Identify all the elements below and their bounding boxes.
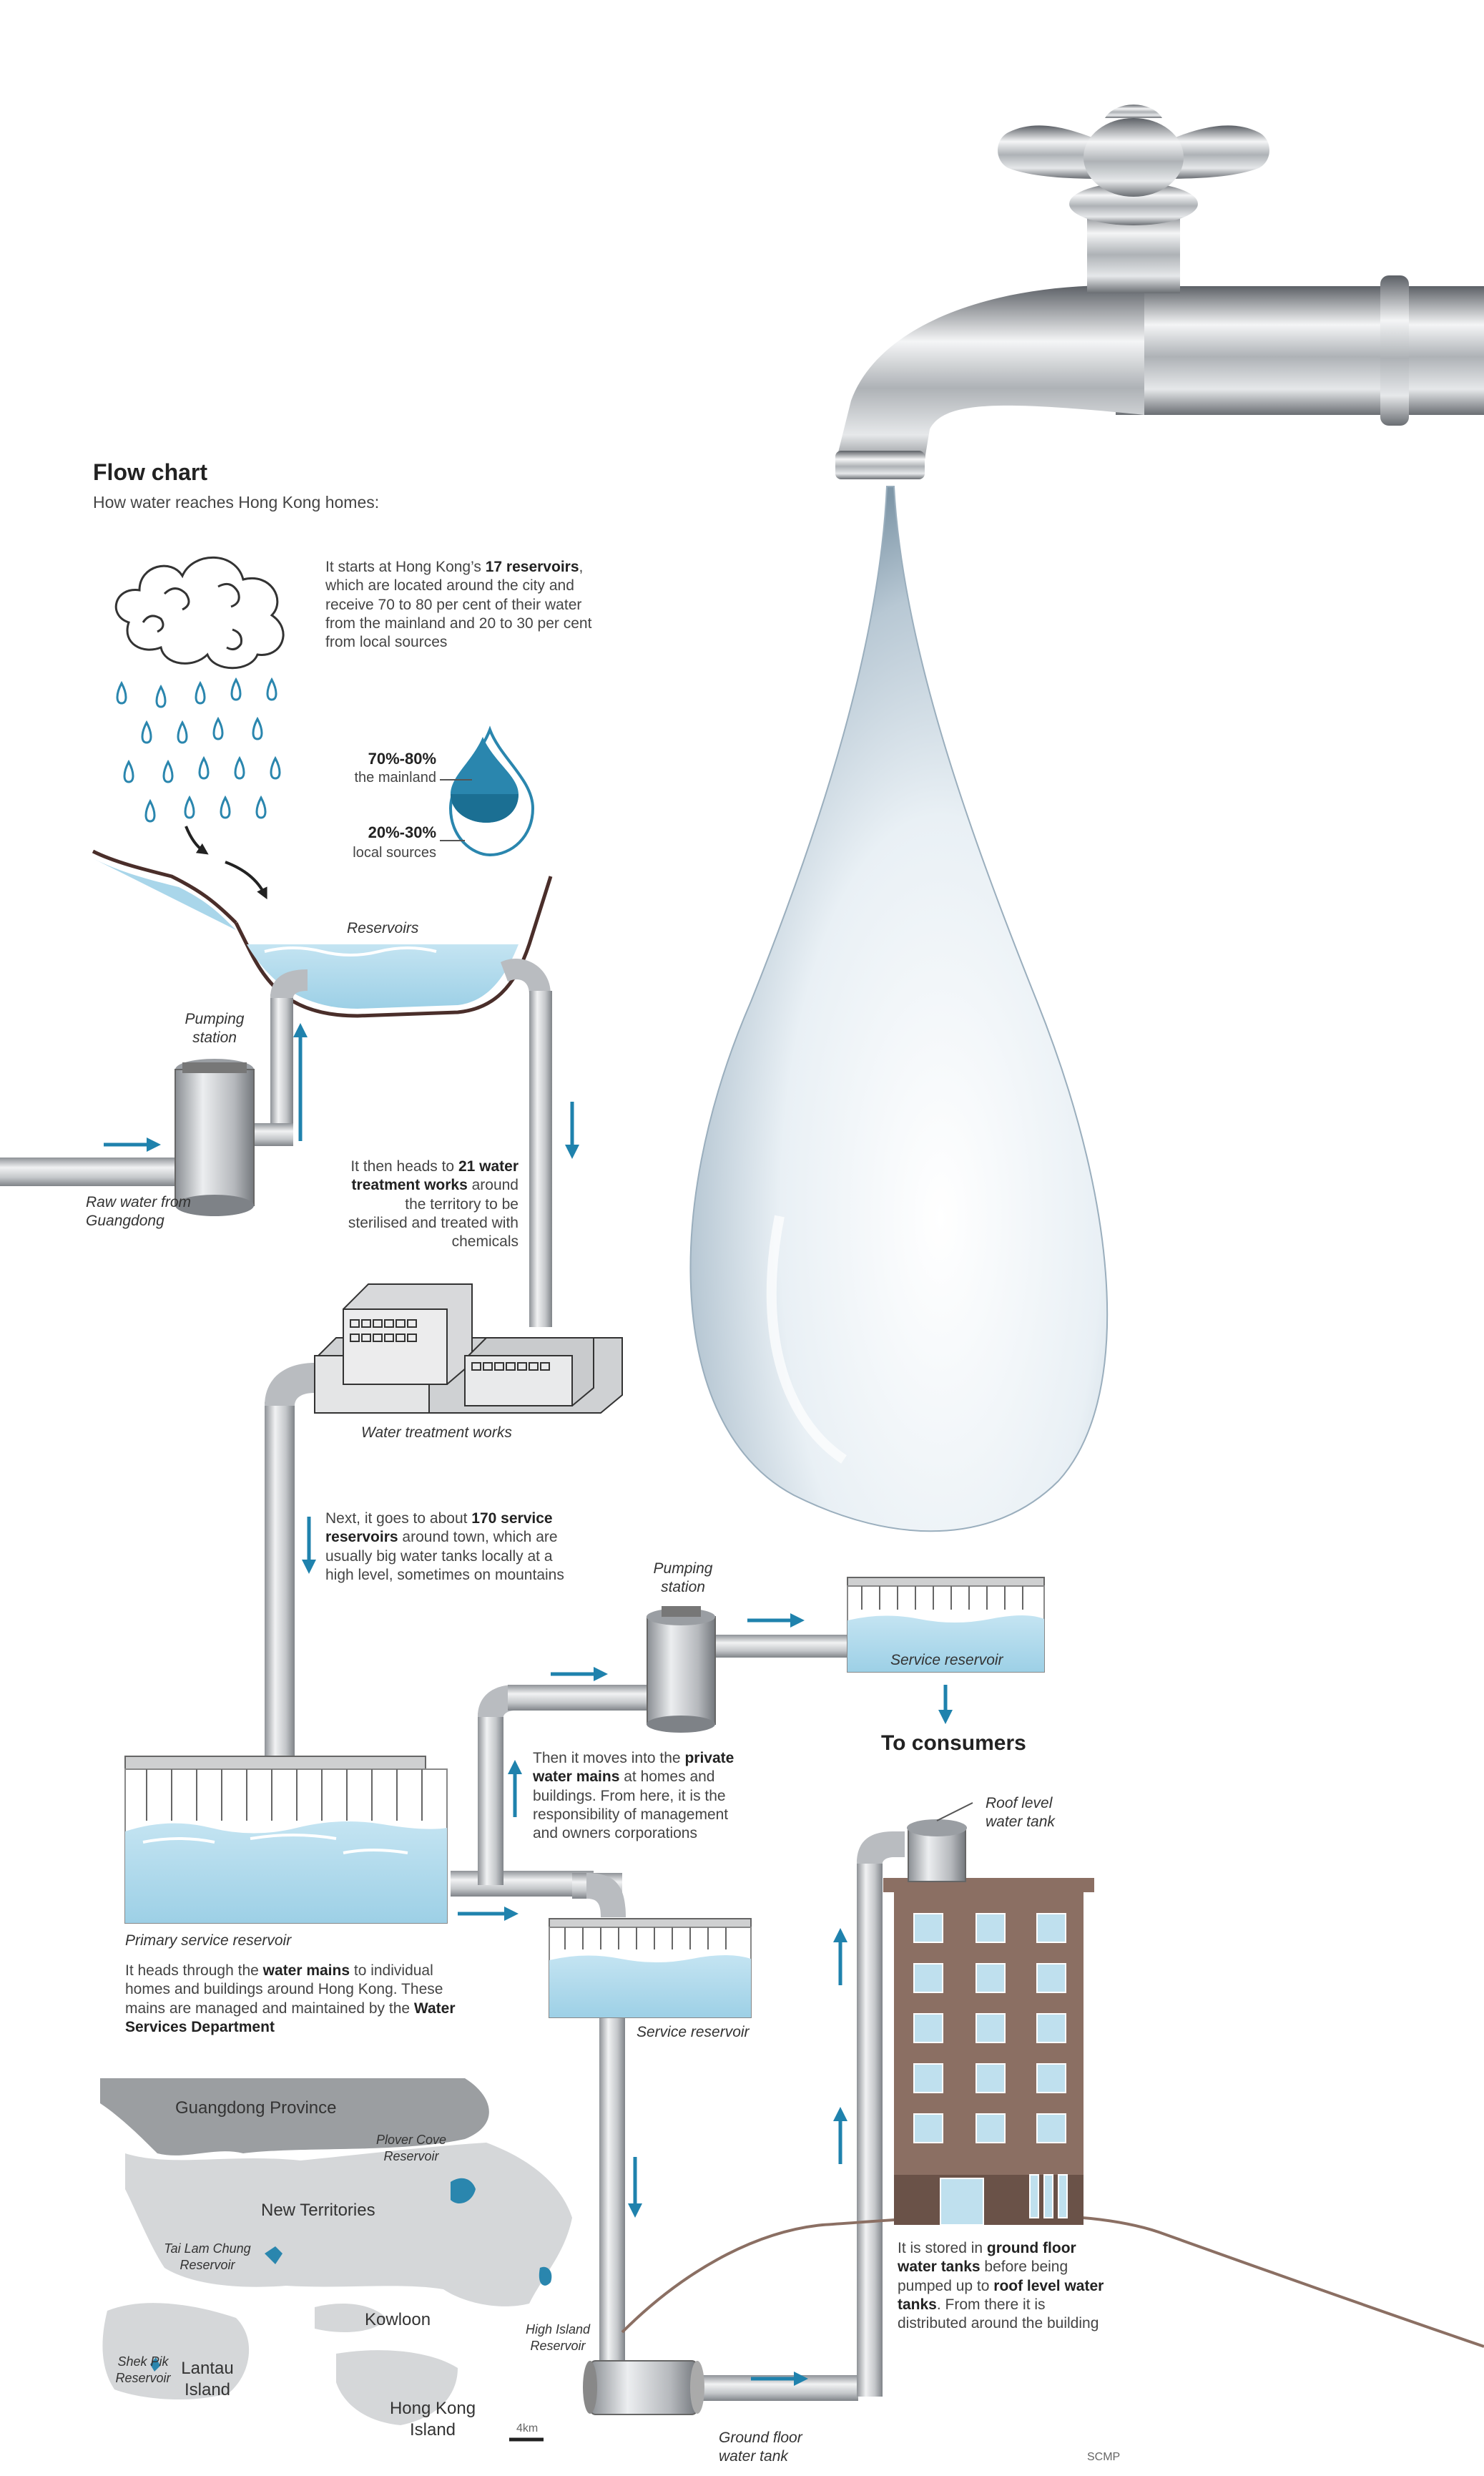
source-drop-icon bbox=[440, 725, 535, 857]
apartment-building bbox=[883, 1802, 1094, 2226]
map-hk-island: Hong Kong Island bbox=[389, 2399, 476, 2440]
credit: SCMP bbox=[1087, 2451, 1121, 2463]
local-percent: 20%-30% bbox=[368, 823, 436, 841]
mainland-percent: 70%-80% bbox=[368, 750, 436, 768]
service-reservoir-mid bbox=[549, 1918, 752, 2018]
pipes bbox=[0, 959, 905, 2401]
step-1-text: It starts at Hong Kong’s 17 reservoirs, … bbox=[325, 559, 592, 650]
step-2-text: It then heads to 21 water treatment work… bbox=[348, 1158, 519, 1250]
mainland-label: the mainland bbox=[354, 770, 436, 786]
primary-service-reservoir bbox=[124, 1756, 448, 1924]
tap-icon bbox=[835, 104, 1484, 479]
page-title: Flow chart bbox=[93, 459, 208, 485]
reservoirs-label: Reservoirs bbox=[347, 920, 419, 936]
map-kowloon: Kowloon bbox=[365, 2310, 431, 2329]
map-new-territories: New Territories bbox=[261, 2201, 375, 2220]
step-5-text: It heads through the water mains to indi… bbox=[125, 1962, 456, 2035]
step-4-text: Then it moves into the private water mai… bbox=[533, 1750, 734, 1841]
map-high-island: High Island Reservoir bbox=[525, 2322, 591, 2353]
pumping-station-1-label: Pumping station bbox=[185, 1011, 245, 1047]
map-shek-pik: Shek Pik Reservoir bbox=[115, 2354, 171, 2385]
map-lantau: Lantau Island bbox=[181, 2359, 234, 2399]
flow-arrows bbox=[104, 1023, 953, 2386]
ground-floor-tank bbox=[583, 2360, 704, 2415]
pumping-station-2-label: Pumping station bbox=[653, 1560, 713, 1596]
cloud-icon bbox=[114, 556, 285, 670]
raw-water-label: Raw water from Guangdong bbox=[86, 1194, 192, 1230]
treatment-label: Water treatment works bbox=[361, 1424, 512, 1441]
primary-reservoir-label: Primary service reservoir bbox=[125, 1932, 292, 1949]
water-treatment-works bbox=[314, 1283, 623, 1414]
rain-drops bbox=[116, 677, 281, 823]
pumping-station-2 bbox=[647, 1606, 716, 1733]
to-consumers-label: To consumers bbox=[881, 1731, 1026, 1755]
service-reservoir-top bbox=[847, 1577, 1045, 1673]
map-tai-lam: Tai Lam Chung Reservoir bbox=[164, 2241, 251, 2272]
map-plover-cove: Plover Cove Reservoir bbox=[375, 2133, 447, 2163]
map-guangdong: Guangdong Province bbox=[175, 2098, 337, 2118]
step-6-text: It is stored in ground floor water tanks… bbox=[898, 2240, 1104, 2331]
page-subtitle: How water reaches Hong Kong homes: bbox=[93, 493, 380, 512]
map-scale: 4km bbox=[516, 2422, 539, 2435]
pumping-station-1 bbox=[175, 1059, 255, 1216]
ground-tank-label: Ground floor water tank bbox=[719, 2429, 802, 2465]
hong-kong-map bbox=[100, 2078, 572, 2442]
step-3-text: Next, it goes to about 170 service reser… bbox=[325, 1510, 564, 1583]
service-reservoir-top-label: Service reservoir bbox=[890, 1652, 1003, 1668]
local-label: local sources bbox=[353, 845, 436, 861]
water-drop-big bbox=[689, 486, 1109, 1532]
service-reservoir-mid-label: Service reservoir bbox=[637, 2024, 750, 2040]
roof-tank-label: Roof level water tank bbox=[986, 1795, 1055, 1831]
